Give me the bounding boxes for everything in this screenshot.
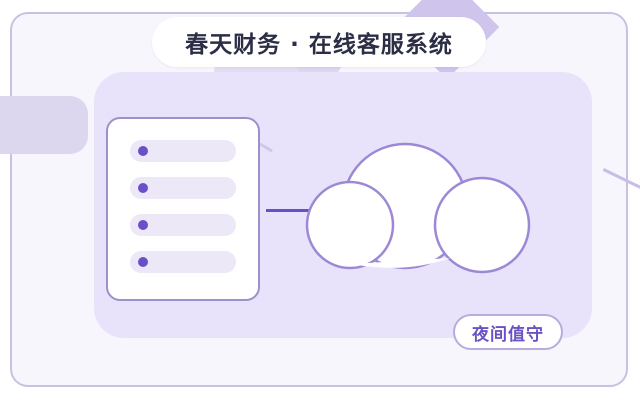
cloud-left-lobe: [305, 180, 395, 270]
server-icon: [106, 117, 260, 301]
decor-left-pill: [0, 96, 88, 154]
cloud-right-lobe: [433, 176, 531, 274]
server-row: [130, 251, 236, 273]
cloud-base-fill: [352, 258, 450, 268]
connector-line: [266, 209, 330, 212]
server-row-dot: [138, 257, 148, 267]
server-row-dot: [138, 146, 148, 156]
status-badge: 夜间值守: [453, 314, 563, 350]
server-row: [130, 214, 236, 236]
server-row: [130, 140, 236, 162]
status-badge-label: 夜间值守: [472, 324, 544, 345]
server-row-dot: [138, 220, 148, 230]
server-row-dot: [138, 183, 148, 193]
server-row: [130, 177, 236, 199]
page-title: 春天财务 · 在线客服系统: [185, 32, 453, 58]
title-pill: 春天财务 · 在线客服系统: [152, 17, 486, 67]
